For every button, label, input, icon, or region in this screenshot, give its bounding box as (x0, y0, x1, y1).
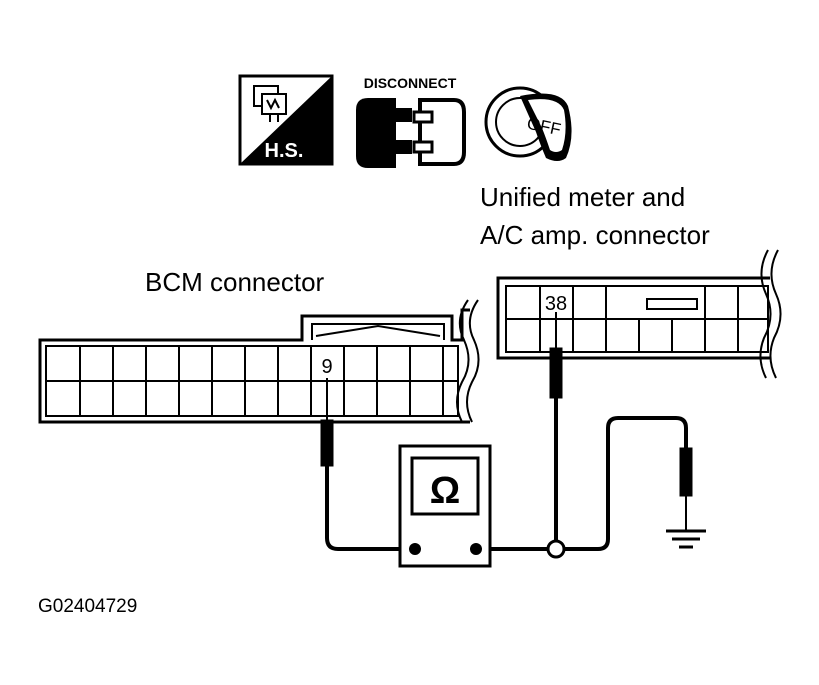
ohm-symbol: Ω (430, 470, 460, 512)
ground-icon (666, 529, 706, 549)
ignition-key-off-icon: OFF (484, 86, 572, 161)
harness-side-icon: H.S. (238, 74, 334, 166)
bcm-connector-label: BCM connector (145, 267, 325, 297)
hs-label: H.S. (265, 140, 304, 162)
bcm-pin-label: 9 (321, 356, 332, 378)
test-leads (320, 312, 693, 551)
meter-connector-label-line2: A/C amp. connector (480, 220, 710, 250)
wire-junction (546, 539, 566, 559)
meter-pin-label: 38 (545, 293, 567, 315)
ohmmeter-terminal-left (409, 543, 421, 555)
ohmmeter-terminal-right (470, 543, 482, 555)
figure-code: G02404729 (38, 596, 137, 617)
ohmmeter (398, 444, 492, 568)
disconnect-icon: DISCONNECT (356, 75, 466, 168)
meter-connector-label-line1: Unified meter and (480, 182, 685, 212)
meter-connector (496, 249, 782, 379)
bcm-connector (38, 299, 480, 424)
disconnect-label: DISCONNECT (364, 75, 457, 91)
